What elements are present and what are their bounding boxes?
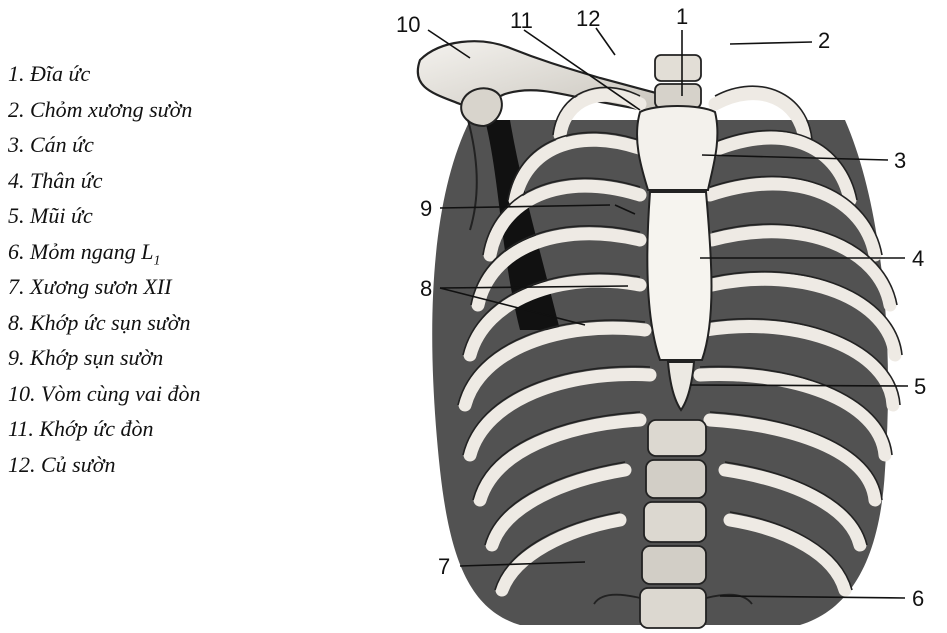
leader-line-5 bbox=[690, 385, 908, 386]
callout-9: 9 bbox=[420, 196, 432, 221]
callout-12: 12 bbox=[576, 6, 600, 31]
callout-4: 4 bbox=[912, 246, 924, 271]
callout-3: 3 bbox=[894, 148, 906, 173]
callout-11: 11 bbox=[510, 8, 533, 33]
callout-1: 1 bbox=[676, 4, 688, 29]
callout-7: 7 bbox=[438, 554, 450, 579]
callout-6: 6 bbox=[912, 586, 924, 611]
callout-8: 8 bbox=[420, 276, 432, 301]
callout-10: 10 bbox=[396, 12, 420, 37]
leader-line-2 bbox=[730, 42, 812, 44]
leader-line-12 bbox=[596, 28, 615, 55]
callout-5: 5 bbox=[914, 374, 926, 399]
callout-2: 2 bbox=[818, 28, 830, 53]
